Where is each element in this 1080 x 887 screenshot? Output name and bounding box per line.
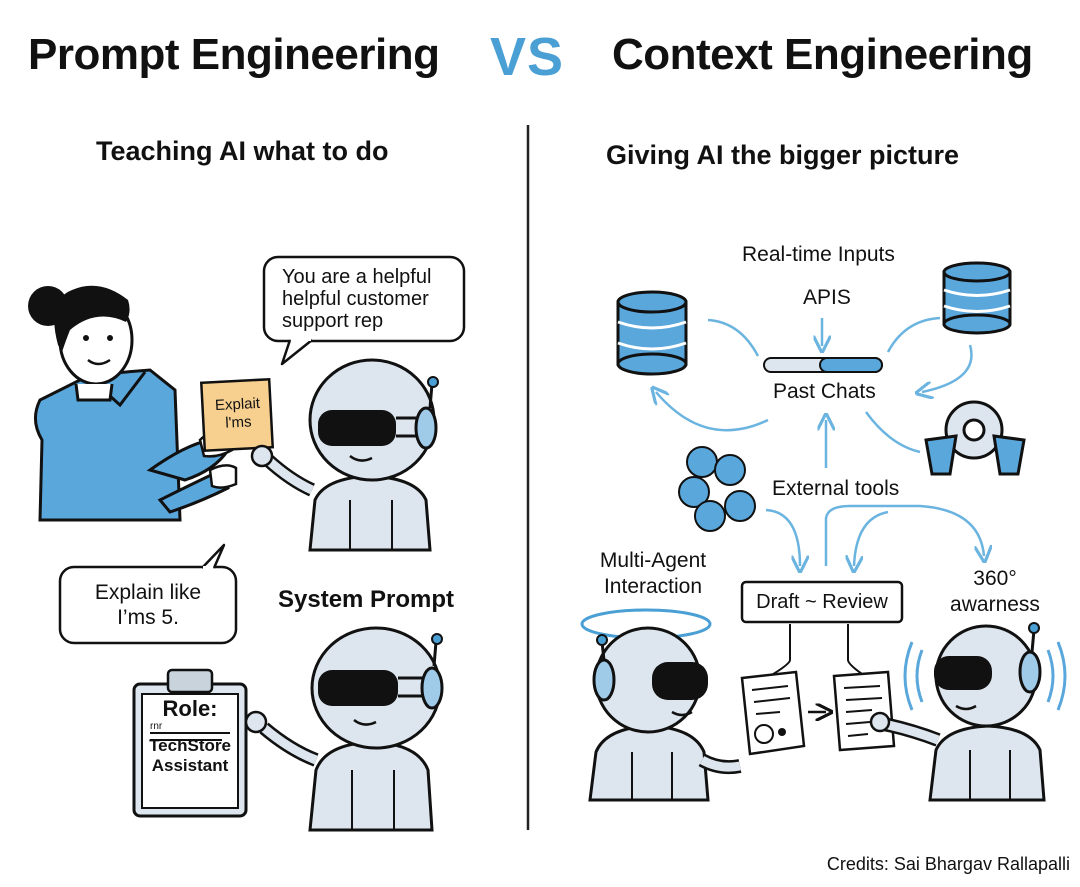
tools-cluster-icon xyxy=(678,446,756,532)
robot-figure-icon xyxy=(250,358,439,552)
multi-agent-line: Interaction xyxy=(603,575,703,598)
document-icon xyxy=(832,670,896,752)
past-chats-label: Past Chats xyxy=(773,380,876,403)
speech-bubble xyxy=(262,255,466,366)
sticky-note-icon xyxy=(199,377,275,453)
note-line: Explait xyxy=(214,394,261,415)
speech-bubble xyxy=(58,543,238,645)
draft-review-label: Draft ~ Review xyxy=(756,591,888,613)
awareness-label: 360° awarness xyxy=(940,566,1050,618)
database-icon xyxy=(942,261,1012,335)
clipboard-scribble: rnr xyxy=(150,721,163,732)
robot-figure-icon xyxy=(244,626,444,832)
document-icon xyxy=(740,670,806,756)
awareness-line: awarness xyxy=(950,593,1040,616)
right-subtitle: Giving AI the bigger picture xyxy=(606,140,960,170)
speech-line: helpful customer xyxy=(282,288,429,310)
signal-waves-icon xyxy=(903,641,924,711)
sticky-note-text: Explait l'ms xyxy=(207,394,269,433)
speech-bubble-text: You are a helpful helpful customer suppo… xyxy=(282,266,431,332)
real-time-inputs-label: Real-time Inputs xyxy=(742,243,895,266)
speech-bubble-2-text: Explain like I’ms 5. xyxy=(60,580,236,630)
hand-icon xyxy=(208,464,238,489)
apis-label: APIS xyxy=(803,286,851,309)
woman-figure-icon xyxy=(28,285,231,522)
credits: Credits: Sai Bhargav Rallapalli xyxy=(826,854,1070,874)
bubble-line: Explain like xyxy=(94,581,202,604)
clipboard-line: TechStore xyxy=(149,736,231,755)
note-line: l'ms xyxy=(224,413,252,432)
clipboard-icon xyxy=(132,668,248,818)
clipboard-text: Role: rnr TechStore Assistant xyxy=(142,696,238,776)
draft-review-box xyxy=(740,580,904,624)
vs-label: VS xyxy=(490,27,565,87)
awareness-line: 360° xyxy=(973,567,1017,590)
speaker-icon xyxy=(924,400,1026,476)
robot-figure-icon xyxy=(580,608,742,802)
clipboard-line: Assistant xyxy=(151,756,229,775)
left-subtitle: Teaching AI what to do xyxy=(96,136,389,166)
bubble-line: I’ms 5. xyxy=(117,606,179,629)
left-title: Prompt Engineering xyxy=(28,30,440,79)
database-icon xyxy=(616,290,688,376)
clipboard-title: Role: xyxy=(162,696,218,721)
external-tools-label: External tools xyxy=(772,477,900,500)
multi-agent-label: Multi-Agent Interaction xyxy=(582,548,724,600)
robot-figure-icon xyxy=(869,622,1067,802)
system-prompt-label: System Prompt xyxy=(278,586,455,613)
speech-line: support rep xyxy=(282,310,384,332)
right-title: Context Engineering xyxy=(612,30,1033,79)
signal-waves-icon xyxy=(1046,641,1067,711)
context-bar-icon xyxy=(763,357,883,373)
multi-agent-line: Multi-Agent xyxy=(599,549,707,572)
speech-line: You are a helpful xyxy=(282,266,432,288)
